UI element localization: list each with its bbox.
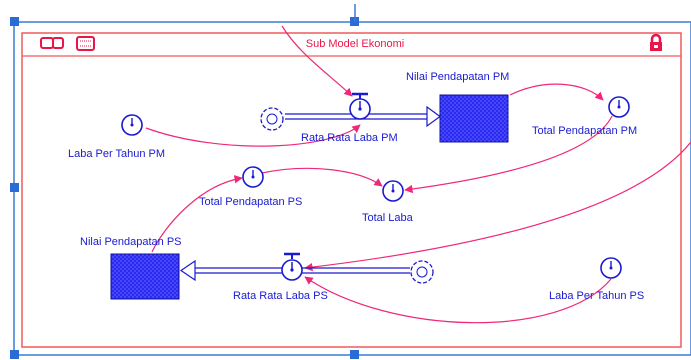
- link-laba-ps-to-rata-ps[interactable]: [304, 276, 612, 324]
- link-total-pm-to-total-laba[interactable]: [404, 115, 613, 194]
- converter-laba-per-tahun-ps[interactable]: [600, 257, 622, 279]
- label-laba-per-tahun-ps: Laba Per Tahun PS: [549, 290, 645, 302]
- label-rata-rata-laba-ps: Rata Rata Laba PS: [233, 290, 328, 302]
- stock-nilai-pendapatan-pm[interactable]: [439, 94, 509, 143]
- resize-handle-left[interactable]: [10, 183, 19, 192]
- link-nilai-pm-to-total-pm[interactable]: [509, 83, 604, 101]
- label-total-laba: Total Laba: [362, 212, 413, 224]
- converter-total-pendapatan-ps[interactable]: [242, 166, 264, 188]
- label-nilai-pendapatan-pm: Nilai Pendapatan PM: [406, 71, 510, 83]
- window-icon[interactable]: [76, 36, 95, 51]
- stock-nilai-pendapatan-ps[interactable]: [110, 253, 180, 300]
- link-nilai-ps-to-total-ps[interactable]: [151, 175, 243, 253]
- resize-handle-top-left[interactable]: [10, 17, 19, 26]
- valve-rata-rata-laba-pm[interactable]: [349, 92, 371, 120]
- link-total-ps-to-total-laba[interactable]: [261, 167, 383, 187]
- label-rata-rata-laba-pm: Rata Rata Laba PM: [301, 132, 398, 144]
- converter-total-laba[interactable]: [382, 180, 404, 202]
- label-total-pendapatan-ps: Total Pendapatan PS: [199, 196, 303, 208]
- lock-icon[interactable]: [650, 33, 662, 51]
- label-nilai-pendapatan-ps: Nilai Pendapatan PS: [80, 236, 182, 248]
- cloud-source-ps-icon[interactable]: [410, 260, 434, 284]
- model-title: Sub Model Ekonomi: [305, 38, 405, 50]
- cloud-source-pm-icon[interactable]: [260, 107, 284, 131]
- link-right-to-rata-ps[interactable]: [304, 141, 691, 272]
- converter-laba-per-tahun-pm[interactable]: [121, 114, 143, 136]
- link-top-to-rata-pm[interactable]: [281, 25, 353, 97]
- valve-rata-rata-laba-ps[interactable]: [281, 252, 303, 281]
- link-laba-pm-to-rata-pm[interactable]: [145, 124, 361, 147]
- sector-frame[interactable]: [21, 32, 682, 348]
- label-laba-per-tahun-pm: Laba Per Tahun PM: [68, 148, 166, 160]
- converter-total-pendapatan-pm[interactable]: [608, 96, 630, 118]
- label-total-pendapatan-pm: Total Pendapatan PM: [532, 125, 638, 137]
- book-icon[interactable]: [40, 37, 64, 49]
- resize-handle-bottom-left[interactable]: [10, 350, 19, 359]
- resize-handle-bottom[interactable]: [350, 350, 359, 359]
- selection-frame[interactable]: [10, 4, 691, 359]
